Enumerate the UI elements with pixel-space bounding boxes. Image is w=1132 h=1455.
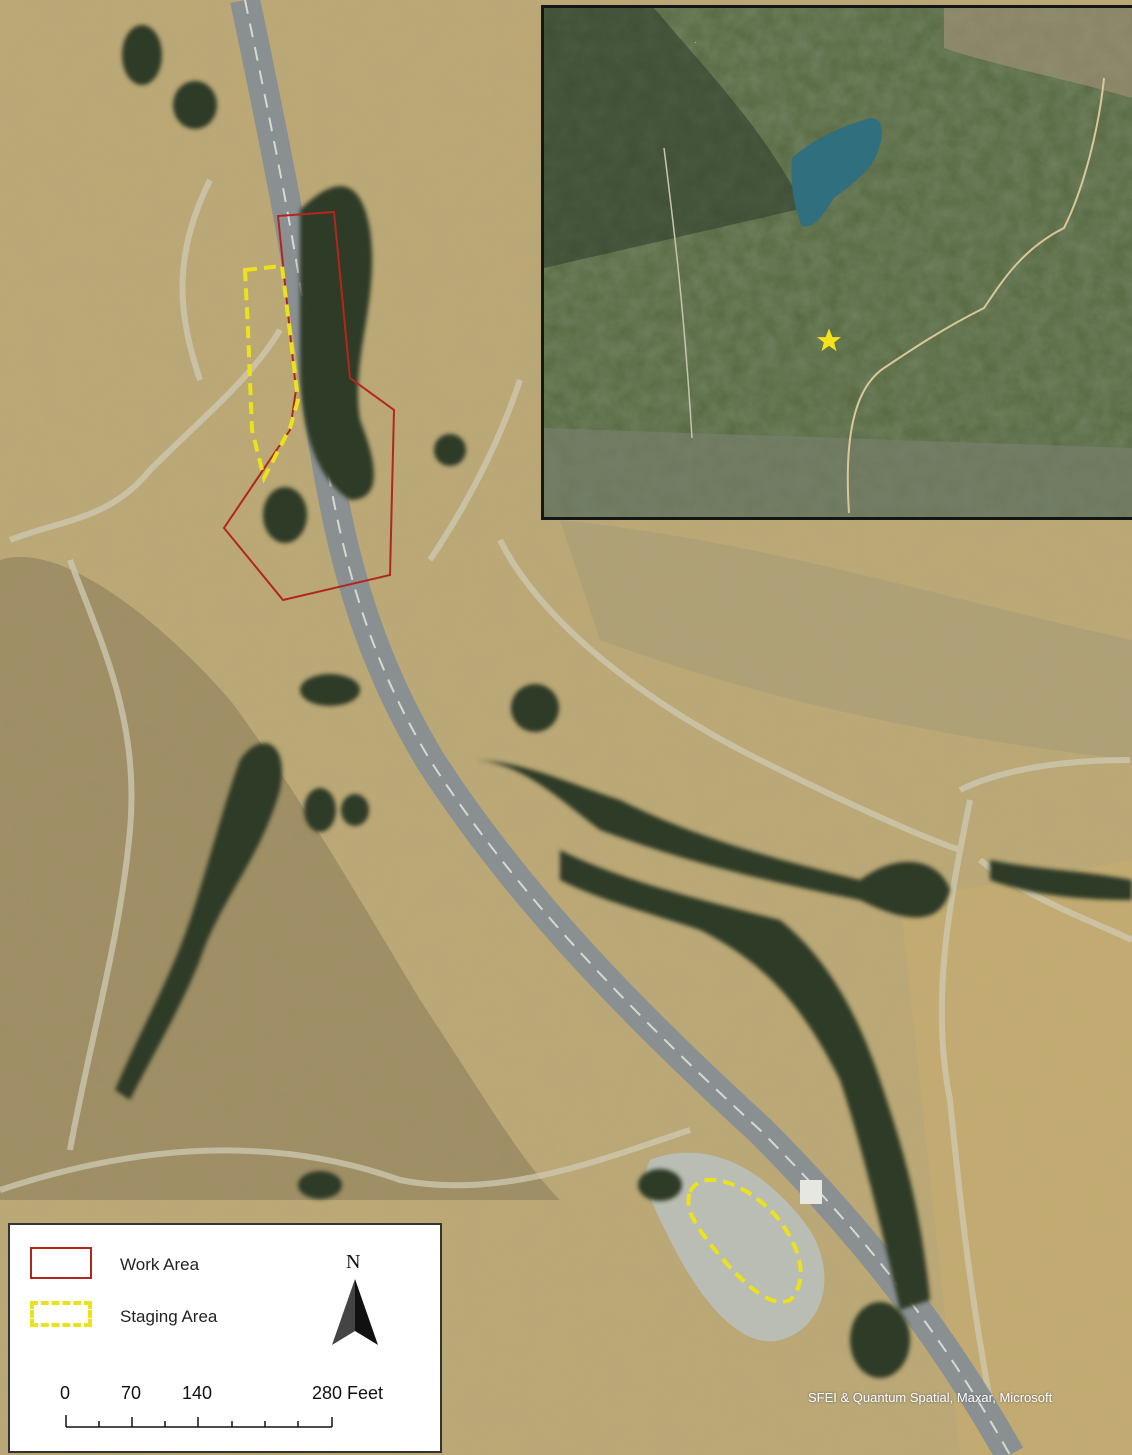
- north-label: N: [346, 1251, 361, 1273]
- inset-forest: [544, 8, 804, 268]
- scale-tick-70: 70: [121, 1383, 142, 1403]
- rest-area-pavement: [646, 1152, 825, 1342]
- highway-centerline: [244, 0, 1011, 1455]
- scale-bar: [65, 1415, 333, 1428]
- staging-area-north: [242, 263, 301, 484]
- map-legend: Work Area Staging Area N 0 70 140 280 Fe…: [8, 1223, 442, 1453]
- inset-place-label: ·: [694, 38, 697, 47]
- inset-town: [944, 8, 1132, 98]
- star-icon: [817, 328, 841, 352]
- inset-imagery: [544, 8, 1132, 517]
- work-area-polygon: [222, 210, 396, 602]
- riparian-vegetation: [115, 25, 1132, 1378]
- imagery-attribution: SFEI & Quantum Spatial, Maxar, Microsoft: [808, 1390, 1053, 1405]
- dirt-tracks: [0, 178, 1132, 1455]
- work-area-label: Work Area: [120, 1255, 200, 1274]
- staging-area-swatch: [30, 1301, 92, 1327]
- north-arrow-icon: [332, 1279, 378, 1345]
- inset-locator-map: ·: [541, 5, 1132, 520]
- staging-area-label: Staging Area: [120, 1307, 218, 1326]
- scale-tick-0: 0: [60, 1383, 71, 1403]
- work-area-swatch: [30, 1247, 92, 1279]
- inset-trail: [663, 147, 693, 439]
- field-shading: [560, 520, 1132, 760]
- staging-area-south: [686, 1177, 803, 1304]
- scale-tick-280: 280 Feet: [312, 1383, 384, 1403]
- inset-road: [846, 77, 1105, 514]
- inset-valley: [544, 428, 1132, 517]
- scale-tick-140: 140: [182, 1383, 213, 1403]
- field-east: [900, 860, 1132, 1455]
- restroom-building: [800, 1180, 822, 1204]
- inset-reservoir: [791, 118, 882, 227]
